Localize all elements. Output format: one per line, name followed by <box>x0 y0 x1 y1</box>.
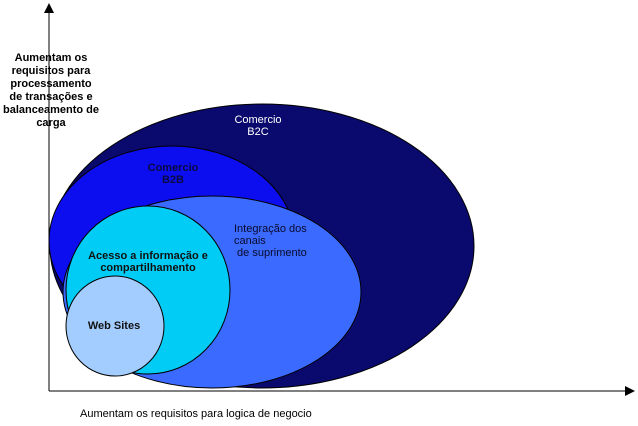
label-line: Acesso a informação e <box>88 250 208 262</box>
label-line: de suprimento <box>234 247 307 259</box>
ellipse-web-sites <box>65 275 165 377</box>
y-axis-title: Aumentam os requisitos para processament… <box>0 52 102 130</box>
label-web-sites: Web Sites <box>82 320 146 332</box>
y-axis-title-line: Aumentam os <box>14 52 88 64</box>
x-axis-title: Aumentam os requisitos para logica de ne… <box>80 408 312 420</box>
label-line: canais <box>234 235 266 247</box>
y-axis-title-line: carga <box>36 117 66 129</box>
label-line: B2C <box>247 126 269 138</box>
label-acesso-informacao: Acesso a informação e compartilhamento <box>84 250 212 274</box>
label-line: Web Sites <box>87 320 141 332</box>
label-comercio-b2b: Comercio B2B <box>140 162 206 186</box>
label-integracao-canais: Integração dos canais de suprimento <box>234 223 307 259</box>
label-line: Integração dos <box>234 223 307 235</box>
y-axis-title-line: balanceamento de <box>3 104 99 116</box>
y-axis-title-line: de transações e <box>9 91 93 103</box>
y-axis-title-line: processamento <box>10 78 92 90</box>
label-comercio-b2c: Comercio B2C <box>228 114 288 138</box>
y-axis-title-line: requisitos para <box>11 65 91 77</box>
label-line: Comercio <box>147 162 199 174</box>
label-line: B2B <box>161 174 184 186</box>
label-line: Comercio <box>234 114 282 126</box>
label-line: compartilhamento <box>100 262 196 274</box>
